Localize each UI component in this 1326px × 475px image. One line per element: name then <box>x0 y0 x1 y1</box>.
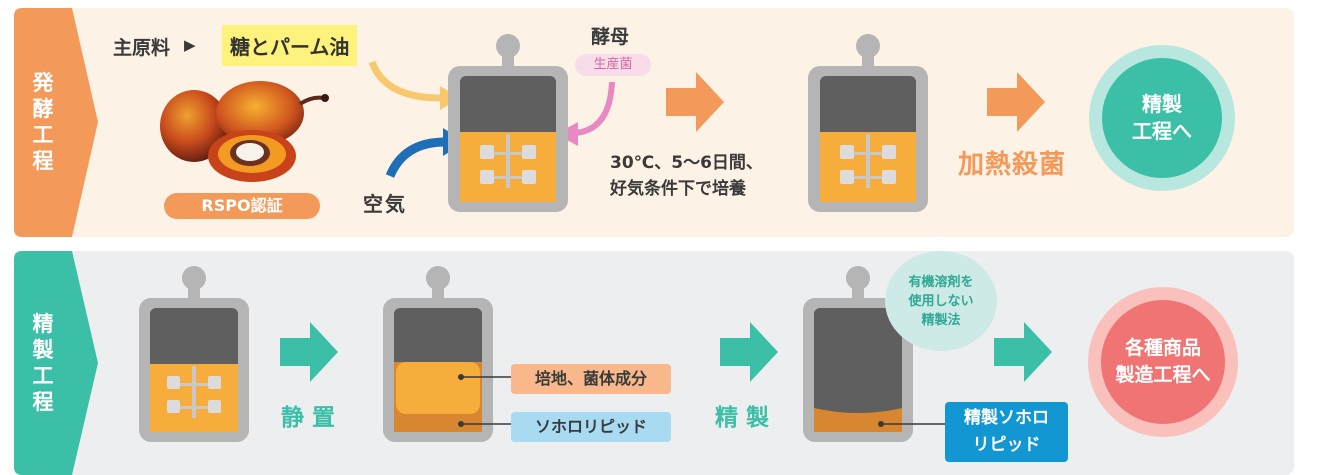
palm-fruit-icon <box>160 81 329 182</box>
sophorolipid-label: ソホロリピッド <box>511 412 671 442</box>
flow-arrow-teal-3 <box>994 322 1052 382</box>
rspo-badge: RSPO認証 <box>164 193 320 219</box>
stirrer-icon <box>167 366 221 418</box>
settling-label: 静 置 <box>281 405 336 431</box>
yeast-label: 酵母 <box>591 26 630 48</box>
air-input-arrow <box>385 137 446 178</box>
heat-sterilization-label: 加熱殺菌 <box>958 150 1067 180</box>
next-step-products-circle: 各種商品 製造工程へ <box>1088 287 1238 437</box>
stirrer-icon <box>840 134 896 188</box>
next-step-refining-inner: 精製 工程へ <box>1102 58 1222 178</box>
next-step-products-inner: 各種商品 製造工程へ <box>1101 300 1225 424</box>
stirrer-icon <box>480 134 536 188</box>
raw-material-label: 主原料 <box>113 37 171 59</box>
fermentation-tank-2 <box>808 34 928 212</box>
fermentation-side-label: 発 酵 工 程 <box>32 71 54 173</box>
refining-tank-3 <box>803 266 913 442</box>
refining-side-label: 精 製 工 程 <box>32 312 54 414</box>
raw-material-highlight: 糖とパーム油 <box>222 25 358 66</box>
label-leader-lines <box>461 376 513 425</box>
air-label: 空気 <box>363 192 407 216</box>
fermentation-tank-1 <box>448 34 568 212</box>
refined-leader-line <box>881 423 945 425</box>
refining-side-tab: 精 製 工 程 <box>14 251 100 475</box>
culture-conditions: 30℃、5〜6日間、 好気条件下で培養 <box>610 153 763 199</box>
refine-label: 精 製 <box>715 405 770 431</box>
refined-sophorolipid-badge: 精製ソホロ リピッド <box>945 402 1068 462</box>
fermentation-side-tab: 発 酵 工 程 <box>14 8 100 237</box>
next-step-refining-circle: 精製 工程へ <box>1089 45 1235 191</box>
sugar-input-arrow <box>368 60 441 102</box>
medium-components-label: 培地、菌体成分 <box>511 364 671 394</box>
flow-arrow-orange-2 <box>987 72 1045 132</box>
side-tab-chevron-teal <box>14 251 98 475</box>
no-solvent-bubble: 有機溶剤を 使用しない 精製法 <box>885 251 997 351</box>
yeast-input-arrow <box>574 81 615 136</box>
play-arrow-icon: ▶ <box>184 36 196 54</box>
flow-arrow-orange-1 <box>666 72 724 132</box>
refining-tank-1 <box>139 266 249 442</box>
refining-tank-2 <box>383 266 493 442</box>
side-tab-chevron-orange <box>14 8 98 237</box>
flow-arrow-teal-1 <box>280 322 338 382</box>
yeast-sub-badge: 生産菌 <box>575 54 651 76</box>
flow-arrow-teal-2 <box>720 322 778 382</box>
